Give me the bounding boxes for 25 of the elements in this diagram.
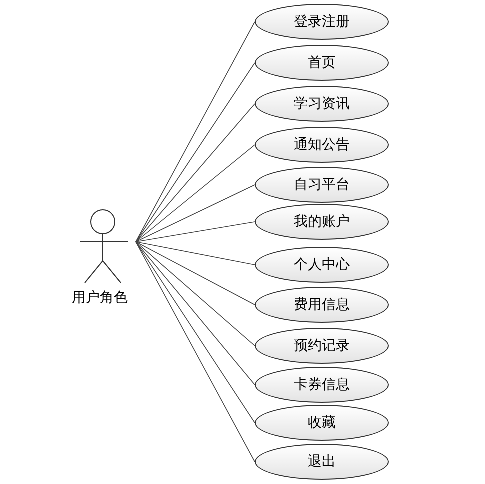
use-case-ellipse: 收藏 bbox=[255, 405, 389, 441]
connector-line bbox=[136, 104, 256, 242]
actor-label: 用户角色 bbox=[72, 289, 128, 307]
use-case-ellipse: 个人中心 bbox=[255, 247, 389, 283]
use-case-ellipse: 卡券信息 bbox=[255, 367, 389, 403]
connector-line bbox=[136, 242, 256, 462]
connector-line bbox=[136, 22, 256, 242]
connector-line bbox=[136, 242, 256, 346]
connector-line bbox=[136, 242, 256, 386]
use-case-ellipse: 预约记录 bbox=[255, 328, 389, 364]
connector-line bbox=[136, 242, 256, 424]
connector-line bbox=[136, 144, 256, 242]
use-case-ellipse: 首页 bbox=[255, 45, 389, 81]
use-case-ellipse: 通知公告 bbox=[255, 127, 389, 163]
connector-line bbox=[136, 242, 256, 306]
use-case-ellipse: 自习平台 bbox=[255, 167, 389, 203]
use-case-ellipse: 学习资讯 bbox=[255, 86, 389, 122]
use-case-ellipse: 费用信息 bbox=[255, 287, 389, 323]
connector-line bbox=[136, 242, 256, 266]
use-case-ellipse: 我的账户 bbox=[255, 204, 389, 240]
connector-line bbox=[136, 62, 256, 242]
connector-line bbox=[136, 222, 256, 242]
use-case-ellipse: 退出 bbox=[255, 444, 389, 480]
connector-line bbox=[136, 184, 256, 242]
use-case-ellipse: 登录注册 bbox=[255, 4, 389, 40]
